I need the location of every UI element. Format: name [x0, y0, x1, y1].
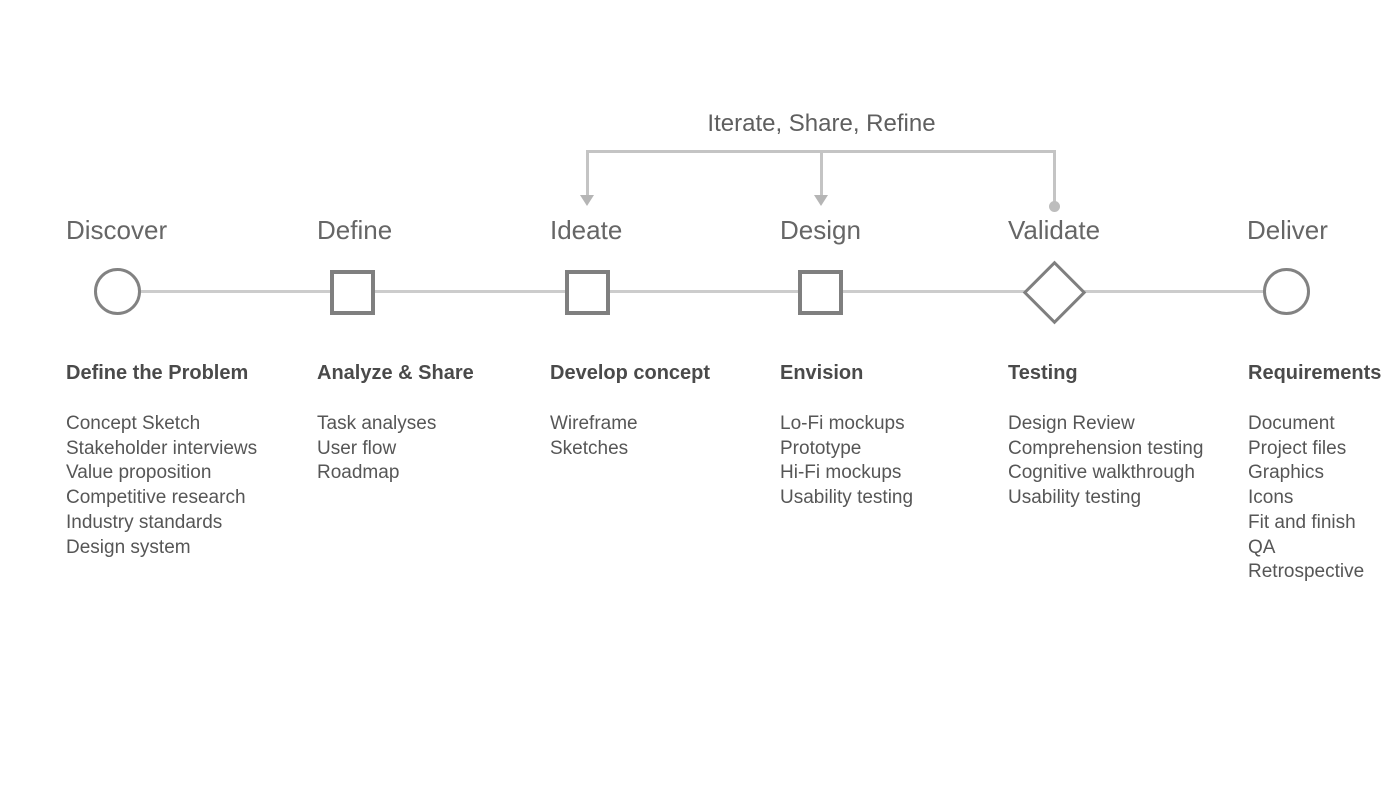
arrow-down-icon [580, 195, 594, 206]
iteration-loop-label: Iterate, Share, Refine [707, 110, 936, 137]
ideate-square-node-icon [565, 270, 610, 315]
stage-item: Value proposition [66, 462, 212, 484]
stage-item: Stakeholder interviews [66, 437, 258, 459]
stage-item: Task analyses [317, 413, 437, 434]
stage-item: Project files [1248, 437, 1347, 459]
connector-dot-icon [1049, 201, 1060, 212]
stage-item: Icons [1248, 487, 1294, 509]
arrow-down-icon [814, 195, 828, 206]
stage-item: Fit and finish [1248, 511, 1356, 533]
stage-item: Wireframe [550, 413, 638, 434]
validate-diamond-node-icon [1022, 260, 1087, 325]
stage-item: Competitive research [66, 487, 246, 509]
stage-heading: Testing [1008, 362, 1078, 384]
stage-item: Graphics [1248, 462, 1325, 484]
stage-label-deliver: Deliver [1247, 215, 1328, 245]
stage-label-validate: Validate [1008, 215, 1101, 245]
stage-label-ideate: Ideate [550, 215, 623, 245]
stage-label-design: Design [780, 215, 861, 245]
stage-item: Design Review [1008, 413, 1135, 434]
stage-item: Usability testing [1008, 487, 1142, 509]
stage-item: Usability testing [780, 487, 914, 509]
define-square-node-icon [330, 270, 375, 315]
stage-item: Hi-Fi mockups [780, 462, 902, 484]
stage-heading: Envision [780, 362, 864, 384]
stage-item: Roadmap [317, 462, 400, 484]
iteration-drop-validate [1053, 150, 1056, 203]
iteration-drop-ideate [586, 150, 589, 196]
stage-heading: Define the Problem [66, 362, 249, 384]
stage-item: Concept Sketch [66, 413, 201, 434]
stage-heading: Develop concept [550, 362, 711, 384]
stage-item: Sketches [550, 437, 629, 459]
iteration-drop-design [820, 150, 823, 196]
stage-item: Industry standards [66, 511, 223, 533]
stage-item: Document [1248, 413, 1335, 434]
stage-item: Lo-Fi mockups [780, 413, 905, 434]
stage-item: Comprehension testing [1008, 437, 1204, 459]
stage-item: Retrospective [1248, 561, 1365, 583]
stage-heading: Analyze & Share [317, 362, 474, 384]
stage-item: Cognitive walkthrough [1008, 462, 1195, 484]
stage-label-define: Define [317, 215, 393, 245]
stage-heading: Requirements [1248, 362, 1382, 384]
stage-item: User flow [317, 437, 397, 459]
stage-item: Design system [66, 536, 191, 558]
design-square-node-icon [798, 270, 843, 315]
deliver-circle-node-icon [1263, 268, 1310, 315]
stage-item: Prototype [780, 437, 862, 459]
process-timeline [118, 290, 1287, 293]
stage-label-discover: Discover [66, 215, 168, 245]
stage-item: QA [1248, 536, 1276, 558]
discover-circle-node-icon [94, 268, 141, 315]
